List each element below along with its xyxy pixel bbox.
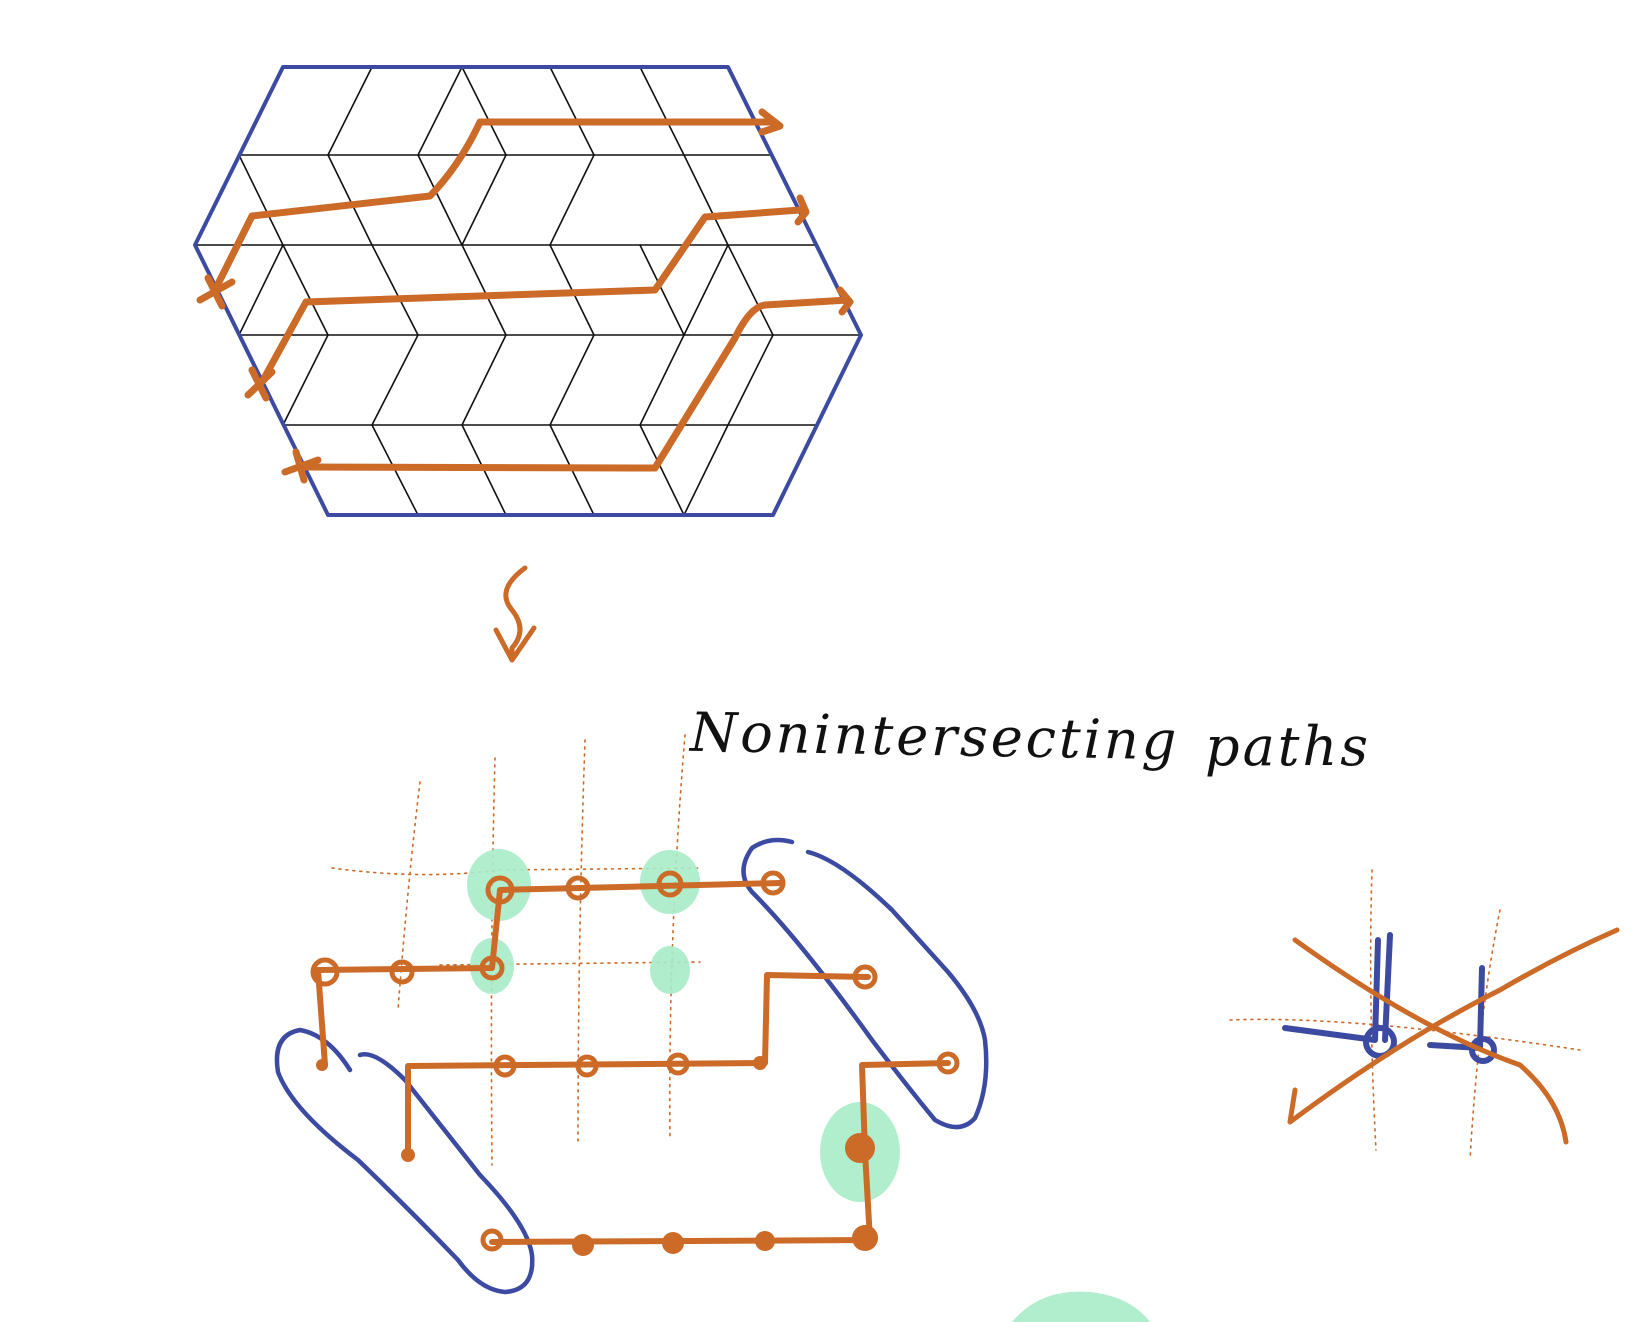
- lozenge-tiling: [193, 65, 863, 517]
- dotted-grid: [331, 734, 701, 1166]
- tiling-path-2: [258, 206, 804, 386]
- tiling-path-3: [296, 296, 852, 472]
- annotation-nonintersecting: Nonintersecting: [689, 700, 1180, 773]
- lattice-path-1: [315, 880, 783, 1068]
- squiggle-arrow-icon: [493, 565, 537, 663]
- lasso-upper: [741, 837, 989, 1130]
- dotted-grid-small: [1229, 869, 1581, 1161]
- tiling-lines: [194, 66, 862, 516]
- lattice-path-2: [405, 972, 871, 1158]
- tiling-path-1: [211, 118, 779, 294]
- highlights: [467, 849, 1150, 1322]
- lattice-points-filled: [316, 1056, 878, 1256]
- hexagon-outline: [193, 65, 863, 517]
- lasso-lower: [274, 1027, 535, 1295]
- lassos: [274, 837, 989, 1295]
- annotation-paths: paths: [1205, 715, 1371, 778]
- tiling-paths: [196, 108, 854, 484]
- cross-out-icon: [1287, 927, 1620, 1145]
- intersecting-example: [1229, 869, 1620, 1161]
- lattice-points: [310, 870, 960, 1252]
